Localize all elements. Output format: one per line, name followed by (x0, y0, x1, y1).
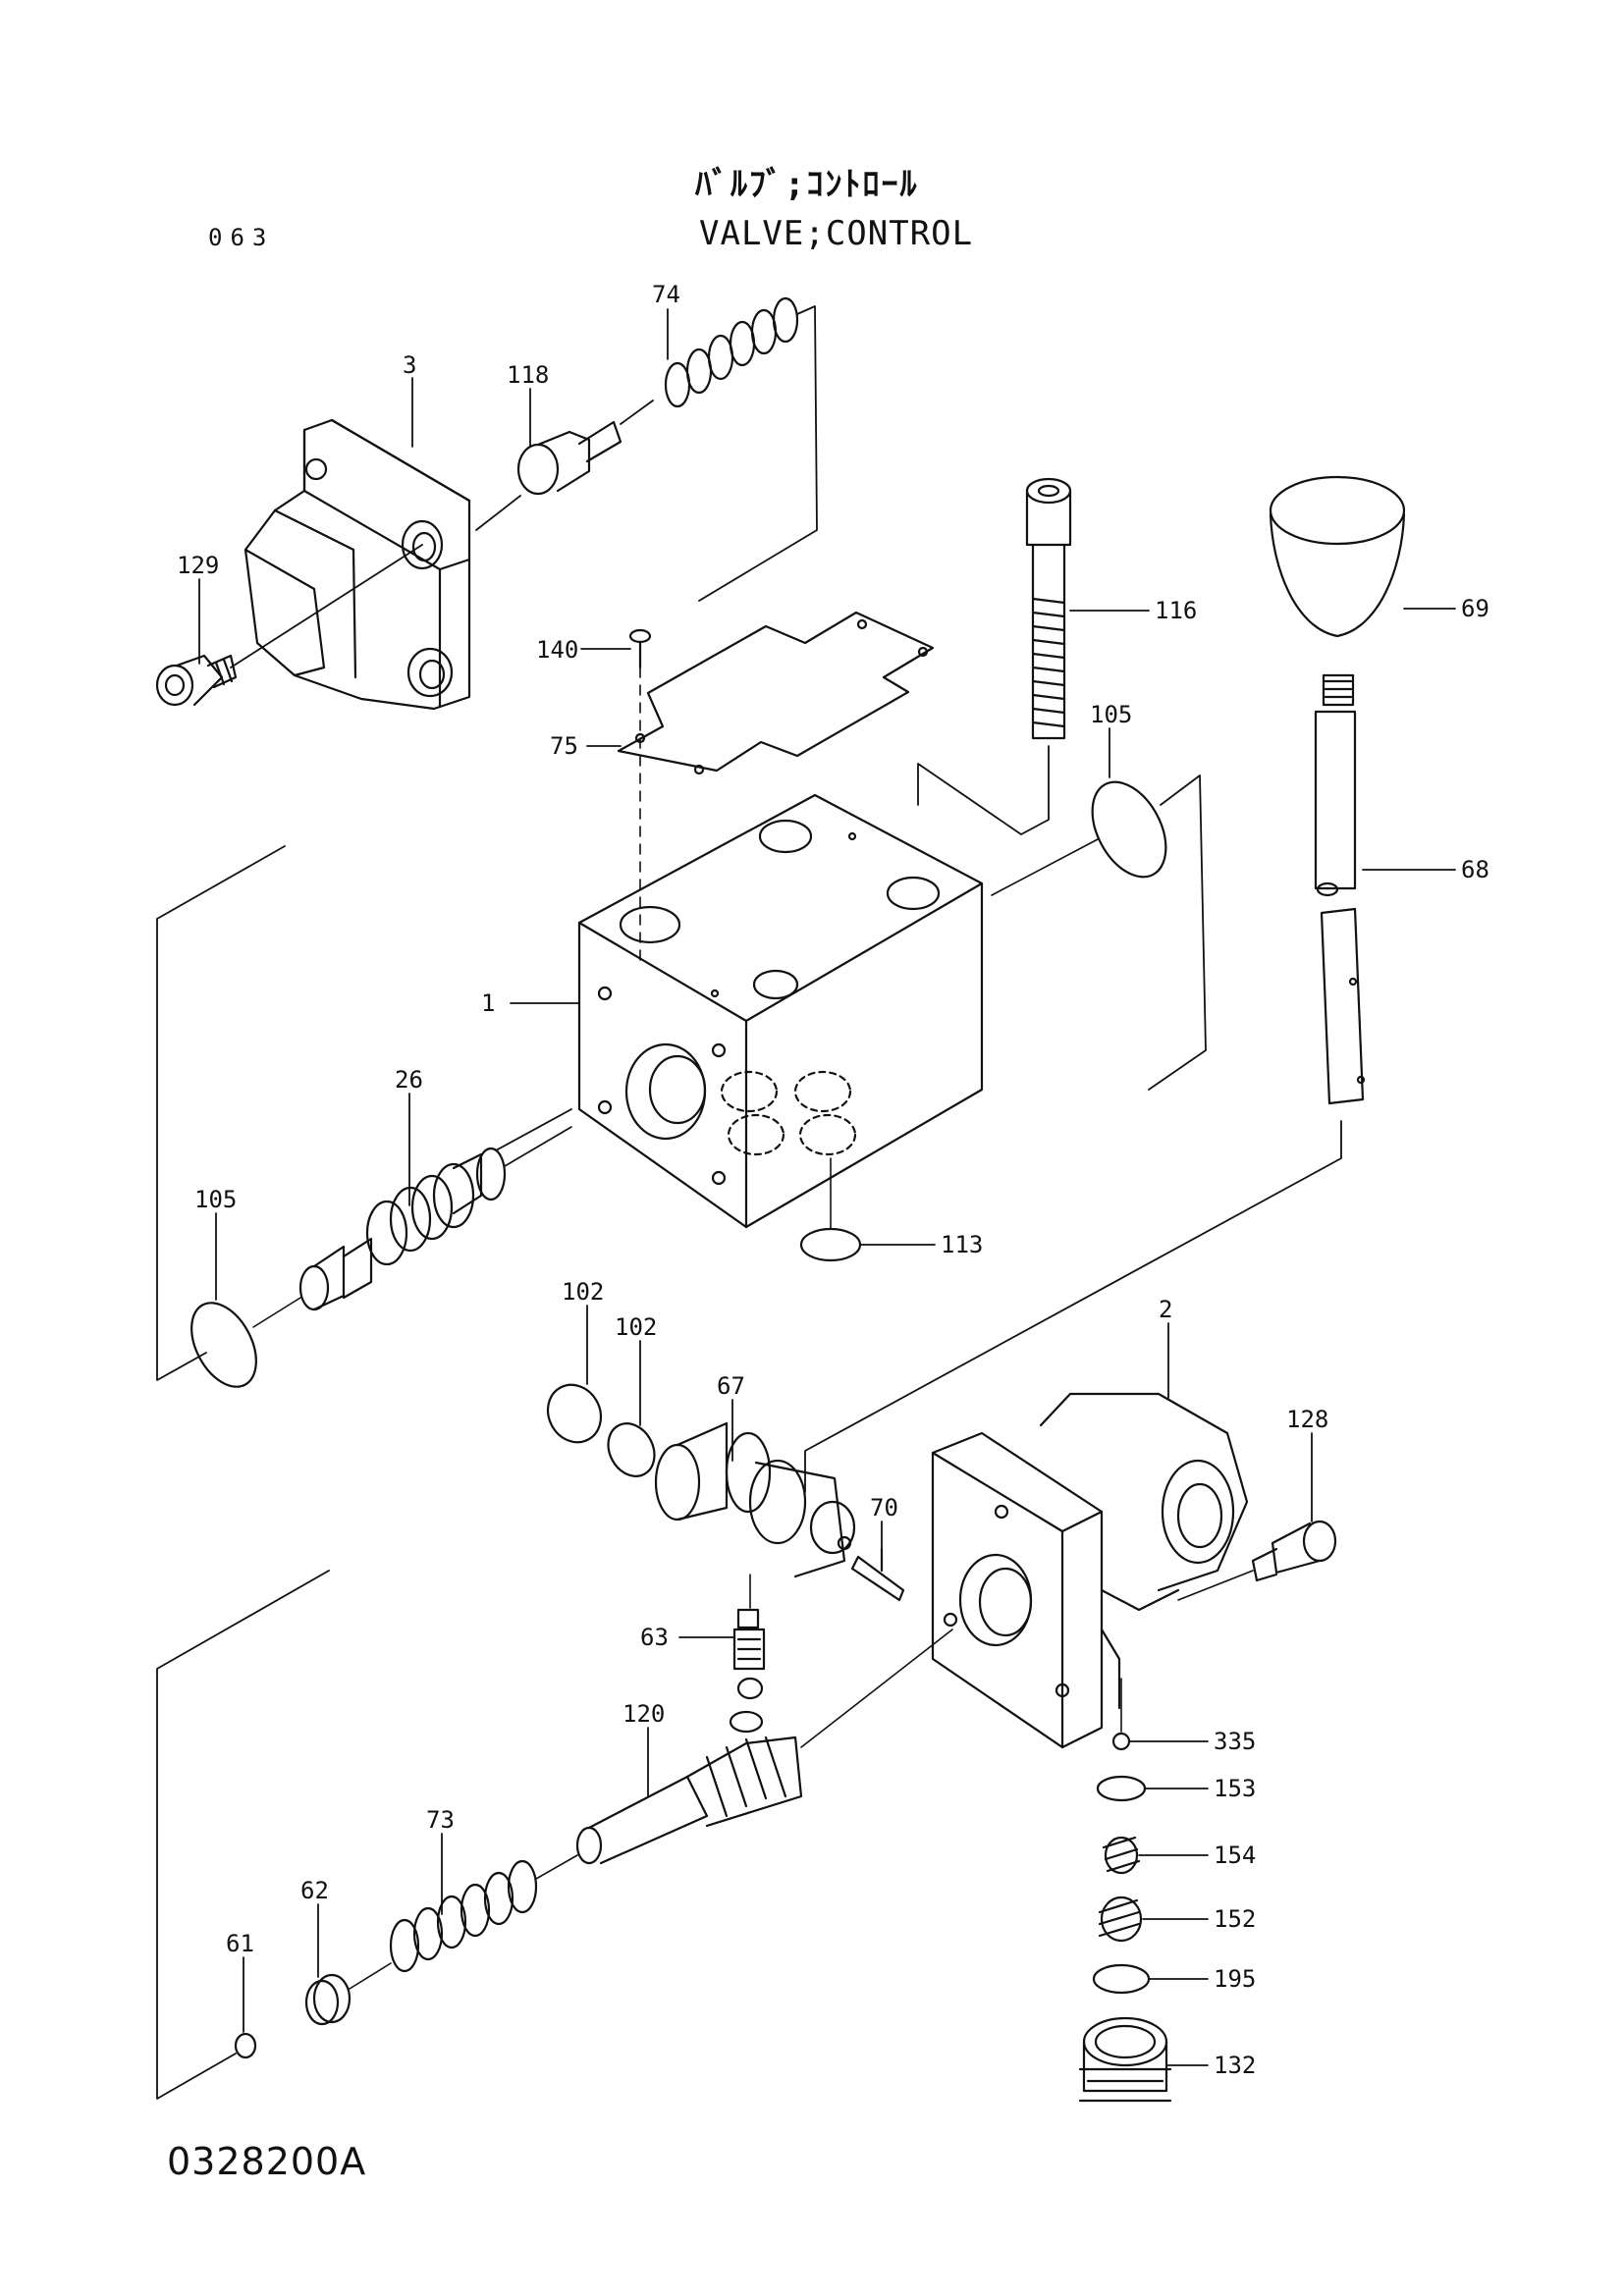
drawing-number: 0328200A (167, 2140, 367, 2183)
callout-labels: 1 2 3 26 61 62 63 67 68 69 70 73 74 75 1… (177, 281, 1489, 2079)
leader-lines (198, 308, 1456, 2066)
spool-part-26 (298, 1126, 572, 1311)
ball-part-335 (1111, 1678, 1131, 1751)
callout-120: 120 (622, 1700, 665, 1728)
callout-67: 67 (717, 1372, 745, 1400)
o-ring-part-113 (799, 1157, 862, 1262)
snap-ring-part-61 (234, 2032, 257, 2059)
o-ring-part-105-upper (991, 774, 1207, 1091)
o-ring-part-102-a (546, 1383, 603, 1444)
callout-73: 73 (426, 1806, 455, 1834)
callout-113: 113 (941, 1231, 983, 1258)
callout-61: 61 (226, 1930, 254, 1957)
spring-part-154 (1102, 1836, 1141, 1875)
callout-68: 68 (1461, 856, 1489, 883)
plug-part-153 (1096, 1775, 1147, 1802)
callout-152: 152 (1214, 1905, 1256, 1933)
spool-part-120 (575, 1629, 953, 1865)
callout-102-a: 102 (562, 1278, 604, 1306)
callout-3: 3 (403, 351, 416, 379)
socket-bolt-part-116 (917, 477, 1072, 835)
callout-74: 74 (652, 281, 680, 308)
callout-153: 153 (1214, 1775, 1256, 1802)
callout-1: 1 (481, 989, 495, 1017)
assembly-lines-left (156, 845, 572, 1381)
callout-129: 129 (177, 552, 219, 579)
callout-102-b: 102 (615, 1313, 657, 1341)
callout-62: 62 (300, 1877, 329, 1904)
callout-132: 132 (1214, 2052, 1256, 2079)
knob-part-69 (1269, 475, 1406, 638)
callout-105-upper: 105 (1090, 701, 1132, 728)
callout-63: 63 (640, 1624, 669, 1651)
callout-128: 128 (1286, 1406, 1328, 1433)
callout-195: 195 (1214, 1965, 1256, 1993)
spring-part-152 (1098, 1896, 1143, 1943)
cap-screw-part-128 (1177, 1520, 1337, 1601)
spring-part-74 (664, 296, 818, 602)
o-ring-part-102-b (607, 1422, 656, 1477)
callout-75: 75 (550, 732, 578, 760)
pin-part-70 (850, 1547, 905, 1602)
valve-part-63 (732, 1574, 766, 1700)
assembly-lines-lower (156, 1570, 330, 2100)
callout-69: 69 (1461, 595, 1489, 622)
callout-2: 2 (1159, 1296, 1172, 1323)
housing-part-2 (931, 1392, 1249, 1749)
plug-part-132 (1078, 2016, 1172, 2103)
callout-140: 140 (536, 636, 578, 664)
callout-335: 335 (1214, 1728, 1256, 1755)
o-ring-part-195 (1092, 1963, 1151, 1995)
diagram-title-japanese: ﾊﾞﾙﾌﾞ;ｺﾝﾄﾛｰﾙ (695, 165, 919, 204)
diagram-title: VALVE;CONTROL (699, 214, 974, 253)
plunger-part-118 (475, 400, 654, 531)
callout-105-lower: 105 (194, 1186, 237, 1213)
lever-part-68 (804, 673, 1366, 1493)
cover-part-3 (243, 418, 471, 711)
cap-screw-part-129 (155, 544, 423, 707)
callout-70: 70 (870, 1494, 898, 1522)
o-ring-part-105-lower (190, 1297, 301, 1388)
callout-118: 118 (507, 361, 549, 389)
seat-part-62 (304, 1962, 392, 2026)
callout-154: 154 (1214, 1842, 1256, 1869)
callout-116: 116 (1155, 597, 1197, 624)
sleeve-part-67 (654, 1421, 856, 1578)
callout-26: 26 (395, 1066, 423, 1094)
valve-body-part-1 (577, 793, 984, 1229)
gasket-plate-part-75 (617, 611, 935, 775)
page-number: 063 (208, 224, 275, 251)
spring-part-73 (389, 1854, 578, 1973)
screw-part-140 (628, 628, 652, 961)
